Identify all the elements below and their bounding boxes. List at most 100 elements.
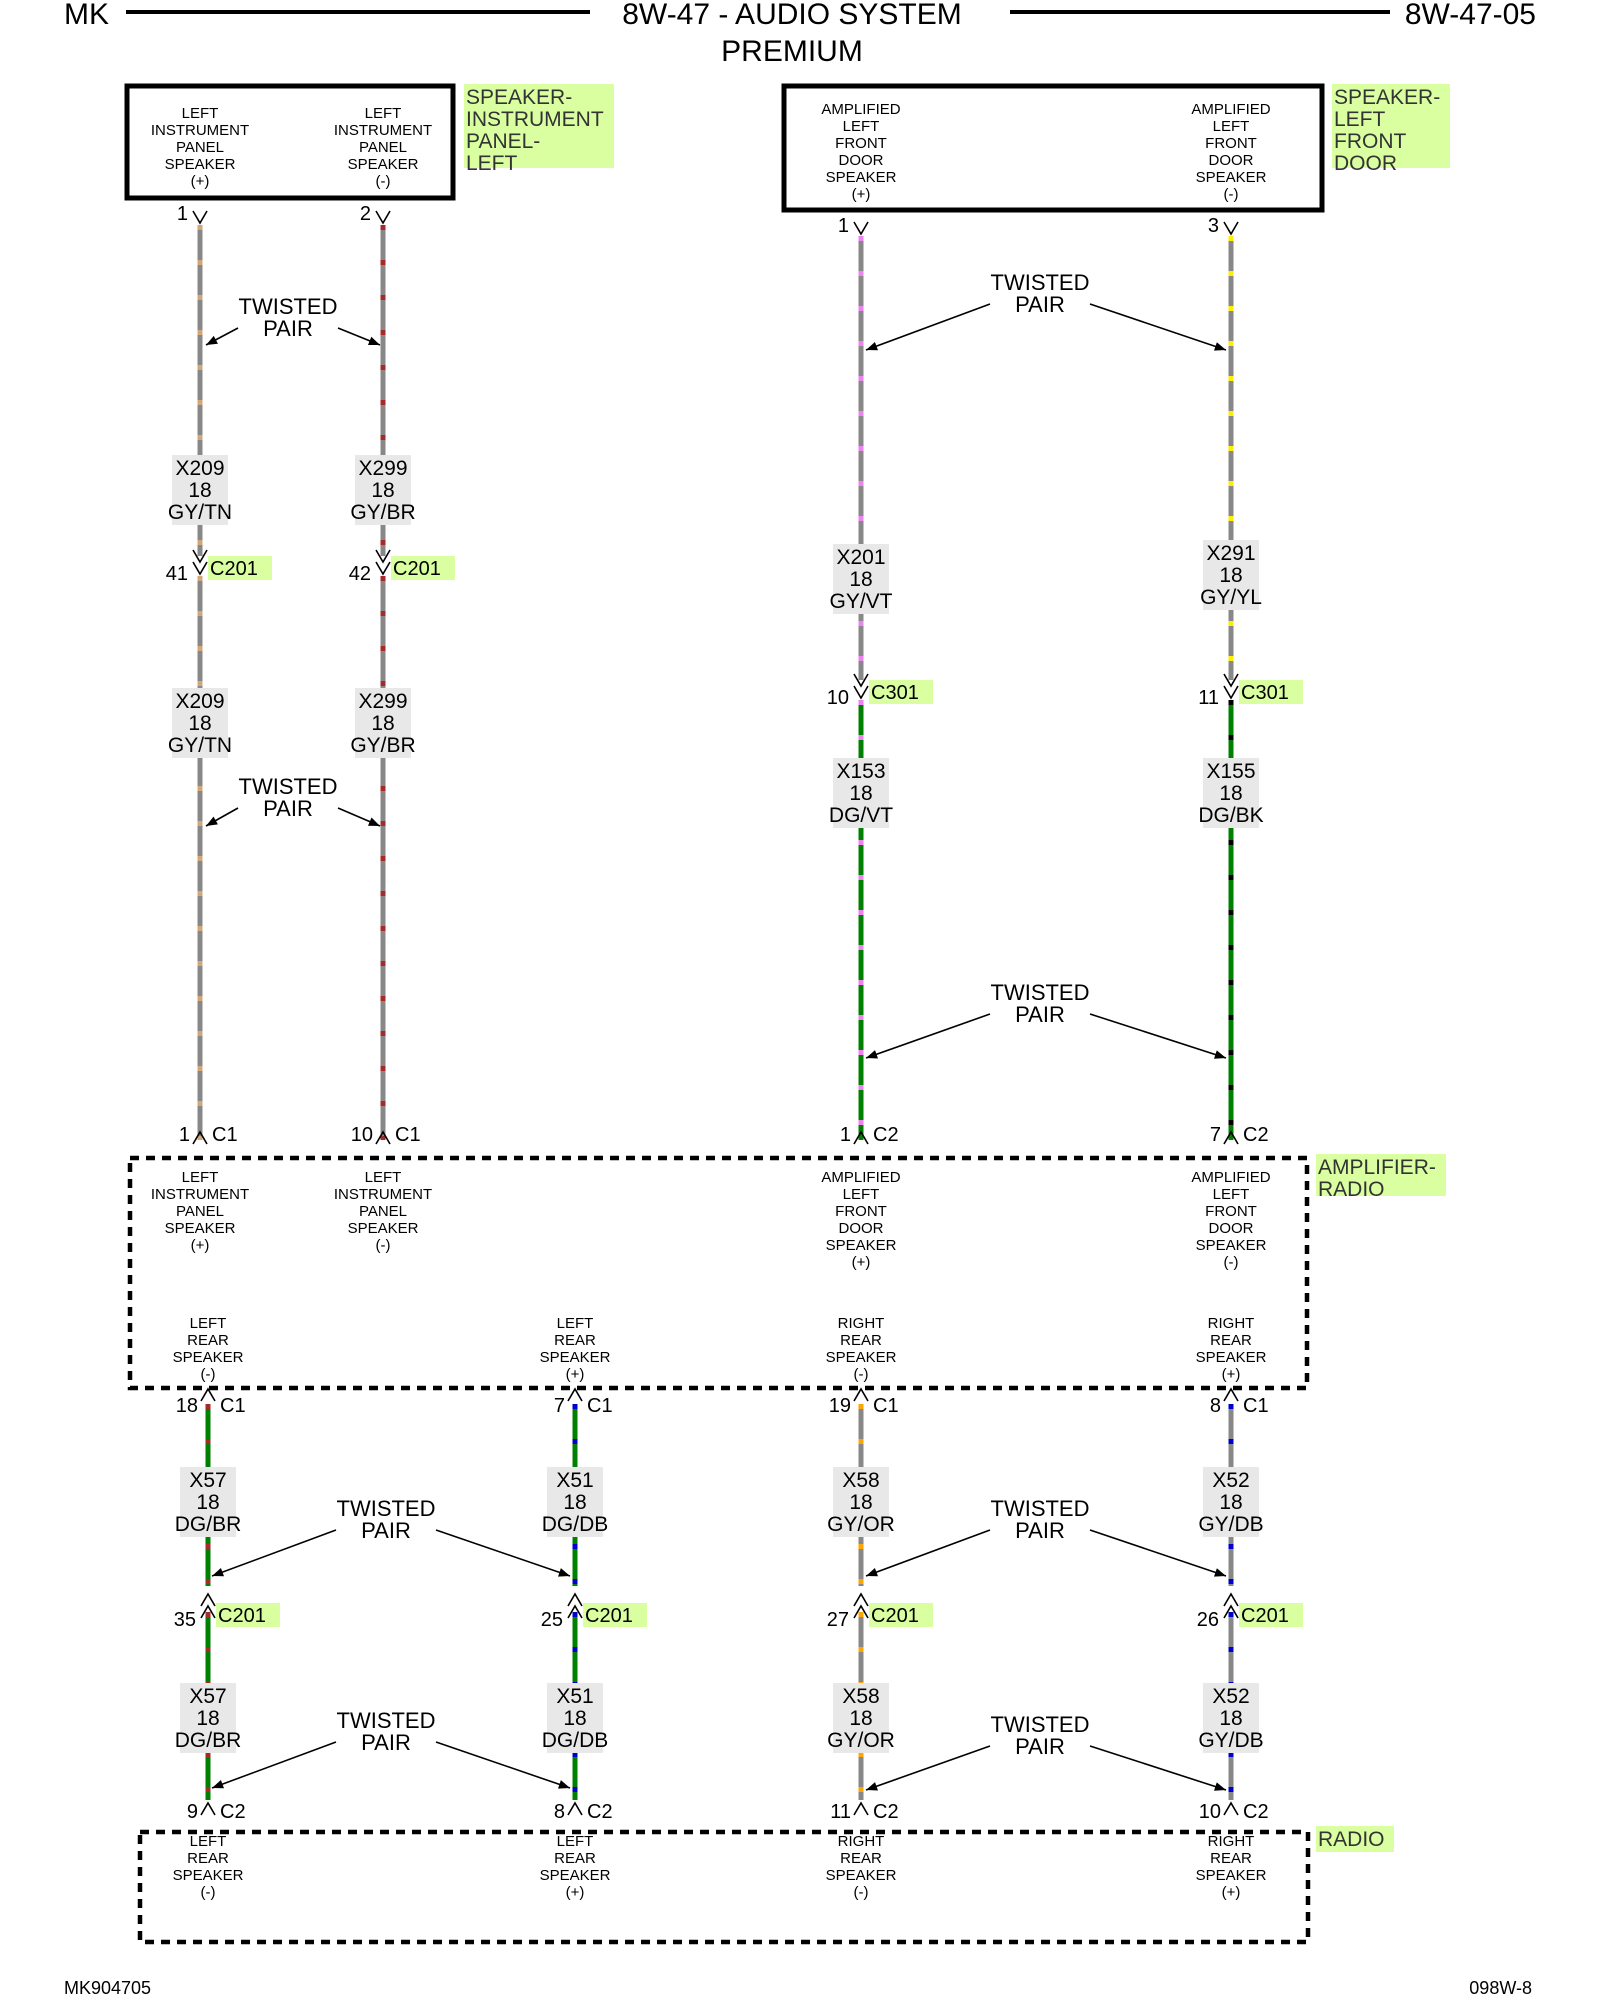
circuit-amp-lf-door-pos-end-label-line-3: DOOR bbox=[839, 1220, 884, 1237]
rear-circuit-right-rear-neg-seg1-label-circuit: X58 bbox=[842, 1469, 879, 1492]
rear-circuit-left-rear-pos-inline-connector-id: C201 bbox=[585, 1605, 633, 1627]
rear-circuit-right-rear-neg-seg2-label-color: GY/OR bbox=[827, 1729, 895, 1752]
twisted-pair-6-text1: TWISTED bbox=[991, 1496, 1090, 1521]
rear-circuit-left-rear-neg-seg2-label-color: DG/BR bbox=[175, 1729, 242, 1752]
component-name-speaker-ip-left-line-3: LEFT bbox=[466, 152, 518, 175]
component-name-radio-bg bbox=[1316, 1826, 1394, 1852]
circuit-amp-lf-door-neg-inline-pin: 11 bbox=[1198, 687, 1219, 709]
component-name-speaker-ip-left-line-2: PANEL- bbox=[466, 130, 540, 153]
radio-box bbox=[137, 1829, 1311, 1945]
twisted-pair-5-arrow-left bbox=[211, 1529, 337, 1577]
rear-circuit-right-rear-pos-seg2-label-color: GY/DB bbox=[1198, 1729, 1263, 1752]
circuit-left-ip-pos-top-label-line-2: PANEL bbox=[176, 139, 224, 156]
rear-circuit-right-rear-pos-seg1-label-bg bbox=[1203, 1467, 1259, 1537]
rear-circuit-right-rear-neg-radio-connector-id: C2 bbox=[873, 1801, 899, 1823]
rear-circuit-right-rear-pos-radio-connector-id: C2 bbox=[1243, 1801, 1269, 1823]
circuit-left-ip-pos-top-label-line-4: (+) bbox=[191, 173, 210, 190]
circuit-left-ip-pos-end-connector-id: C1 bbox=[212, 1124, 238, 1146]
circuit-amp-lf-door-neg-top-label-line-3: DOOR bbox=[1209, 152, 1254, 169]
circuit-left-ip-pos-seg1-label-color: GY/TN bbox=[168, 501, 232, 524]
circuit-left-ip-neg-end-label-line-1: INSTRUMENT bbox=[334, 1186, 432, 1203]
twisted-pair-4-text1: TWISTED bbox=[991, 980, 1090, 1005]
circuit-left-ip-neg-top-label-line-1: INSTRUMENT bbox=[334, 122, 432, 139]
circuit-left-ip-pos-top-terminal bbox=[192, 210, 208, 225]
circuit-amp-lf-door-pos-inline-connector-upper bbox=[853, 673, 869, 688]
twisted-pair-8-arrow-left-head bbox=[866, 1782, 878, 1791]
wires-layer bbox=[192, 210, 1239, 1816]
rear-circuit-right-rear-pos-amp-label-line-1: REAR bbox=[1210, 1332, 1252, 1349]
component-name-amplifier-radio-line-1: RADIO bbox=[1318, 1178, 1385, 1201]
circuit-left-ip-pos-top-label-line-3: SPEAKER bbox=[165, 156, 236, 173]
rear-circuit-right-rear-neg-inline-connector-lower bbox=[853, 1604, 869, 1619]
circuit-left-ip-neg-inline-connector-id: C201 bbox=[393, 558, 441, 580]
rear-circuit-left-rear-pos-seg1-label-circuit: X51 bbox=[556, 1469, 593, 1492]
rear-circuit-right-rear-neg-seg1-label-color: GY/OR bbox=[827, 1513, 895, 1536]
twisted-pair-3-arrow-right bbox=[1089, 303, 1227, 351]
component-name-amplifier-radio-line-0: AMPLIFIER- bbox=[1318, 1156, 1436, 1179]
circuit-amp-lf-door-pos-top-label-line-2: FRONT bbox=[835, 135, 887, 152]
rear-circuit-right-rear-pos-amp-pin: 8 bbox=[1210, 1395, 1221, 1417]
footer-left: MK904705 bbox=[64, 1978, 151, 1998]
rear-circuit-left-rear-pos-radio-label-line-3: (+) bbox=[566, 1884, 585, 1901]
circuit-left-ip-neg-end-label-line-2: PANEL bbox=[359, 1203, 407, 1220]
circuit-left-ip-neg-seg2-label-bg bbox=[355, 688, 411, 758]
rear-circuit-right-rear-neg-amp-terminal bbox=[853, 1387, 869, 1402]
circuit-amp-lf-door-pos-top-label-line-3: DOOR bbox=[839, 152, 884, 169]
circuit-amp-lf-door-neg-top-label-line-5: (-) bbox=[1224, 186, 1239, 203]
circuit-left-ip-pos-inline-connector-id: C201 bbox=[210, 558, 258, 580]
circuit-amp-lf-door-neg-end-label-line-4: SPEAKER bbox=[1196, 1237, 1267, 1254]
component-name-speaker-ip-left-line-1: INSTRUMENT bbox=[466, 108, 604, 131]
rear-circuit-right-rear-neg-amp-label-line-3: (-) bbox=[854, 1366, 869, 1383]
circuit-amp-lf-door-pos-end-label-line-0: AMPLIFIED bbox=[821, 1169, 900, 1186]
rear-circuit-left-rear-pos-seg2-label-circuit: X51 bbox=[556, 1685, 593, 1708]
circuit-amp-lf-door-pos-inline-connector-lower bbox=[853, 685, 869, 700]
circuit-left-ip-pos-top-label-line-1: INSTRUMENT bbox=[151, 122, 249, 139]
rear-circuit-left-rear-pos-seg2-label-gauge: 18 bbox=[563, 1707, 586, 1730]
circuit-left-ip-pos-seg2-label-color: GY/TN bbox=[168, 734, 232, 757]
component-name-amplifier-radio-bg bbox=[1316, 1154, 1446, 1196]
rear-circuit-left-rear-neg-seg2-label-gauge: 18 bbox=[196, 1707, 219, 1730]
rear-circuit-left-rear-neg-seg2-label-circuit: X57 bbox=[189, 1685, 226, 1708]
circuit-amp-lf-door-neg-top-terminal bbox=[1223, 221, 1239, 236]
header-right-code: 8W-47-05 bbox=[1405, 0, 1536, 31]
rear-circuit-left-rear-neg-seg1-label-gauge: 18 bbox=[196, 1491, 219, 1514]
twisted-pair-1-text1: TWISTED bbox=[239, 294, 338, 319]
rear-circuit-left-rear-pos-seg1-label-color: DG/DB bbox=[542, 1513, 609, 1536]
circuit-amp-lf-door-neg-seg2-label-circuit: X155 bbox=[1206, 760, 1255, 783]
component-name-speaker-ip-left-line-0: SPEAKER- bbox=[466, 86, 572, 109]
twisted-pair-7-arrow-left-head bbox=[212, 1779, 224, 1789]
rear-circuit-left-rear-pos-inline-connector-upper bbox=[567, 1592, 583, 1607]
rear-circuit-left-rear-neg-radio-label-line-1: REAR bbox=[187, 1850, 229, 1867]
circuit-amp-lf-door-pos-top-label-line-4: SPEAKER bbox=[826, 169, 897, 186]
circuit-left-ip-pos-top-label-line-0: LEFT bbox=[182, 105, 219, 122]
rear-circuit-right-rear-pos-inline-connector-upper bbox=[1223, 1592, 1239, 1607]
rear-circuit-right-rear-neg-seg1-label-bg bbox=[833, 1467, 889, 1537]
rear-circuit-left-rear-pos-seg1-label-bg bbox=[547, 1467, 603, 1537]
rear-circuit-right-rear-pos-inline-connector-lower bbox=[1223, 1604, 1239, 1619]
rear-circuit-left-rear-neg-inline-connector-id-bg bbox=[216, 1603, 280, 1627]
circuit-left-ip-neg-end-connector-id: C1 bbox=[395, 1124, 421, 1146]
circuit-left-ip-pos-end-label-line-2: PANEL bbox=[176, 1203, 224, 1220]
circuit-amp-lf-door-neg-inline-connector-id-bg bbox=[1239, 680, 1303, 704]
circuit-amp-lf-door-pos-end-label-line-2: FRONT bbox=[835, 1203, 887, 1220]
rear-circuit-left-rear-pos-inline-connector-id-bg bbox=[583, 1603, 647, 1627]
circuit-amp-lf-door-pos-end-pin: 1 bbox=[840, 1124, 851, 1146]
circuit-left-ip-pos-seg1-label-bg bbox=[172, 455, 228, 525]
circuit-left-ip-neg-end-label-line-4: (-) bbox=[376, 1237, 391, 1254]
circuit-amp-lf-door-neg-end-label-line-5: (-) bbox=[1224, 1254, 1239, 1271]
twisted-pair-4-arrow-left-head bbox=[866, 1050, 878, 1059]
rear-circuit-left-rear-pos-radio-connector-id: C2 bbox=[587, 1801, 613, 1823]
circuit-left-ip-neg-end-label-line-3: SPEAKER bbox=[348, 1220, 419, 1237]
circuit-amp-lf-door-pos-top-label-line-5: (+) bbox=[852, 186, 871, 203]
twisted-pair-2-arrow-left-head bbox=[206, 816, 218, 826]
twisted-pair-2-text2: PAIR bbox=[263, 796, 313, 821]
circuit-amp-lf-door-neg-top-label-line-4: SPEAKER bbox=[1196, 169, 1267, 186]
footer-right: 098W-8 bbox=[1469, 1978, 1532, 1998]
rear-circuit-left-rear-neg-seg1-label-color: DG/BR bbox=[175, 1513, 242, 1536]
component-name-speaker-lf-door-line-0: SPEAKER- bbox=[1334, 86, 1440, 109]
rear-circuit-left-rear-pos-radio-terminal bbox=[567, 1801, 583, 1816]
rear-circuit-right-rear-neg-inline-pin: 27 bbox=[827, 1609, 849, 1631]
circuit-left-ip-neg-inline-connector-lower bbox=[375, 561, 391, 576]
twisted-pair-5-text2: PAIR bbox=[361, 1518, 411, 1543]
circuit-left-ip-pos-seg1-label-circuit: X209 bbox=[175, 457, 224, 480]
